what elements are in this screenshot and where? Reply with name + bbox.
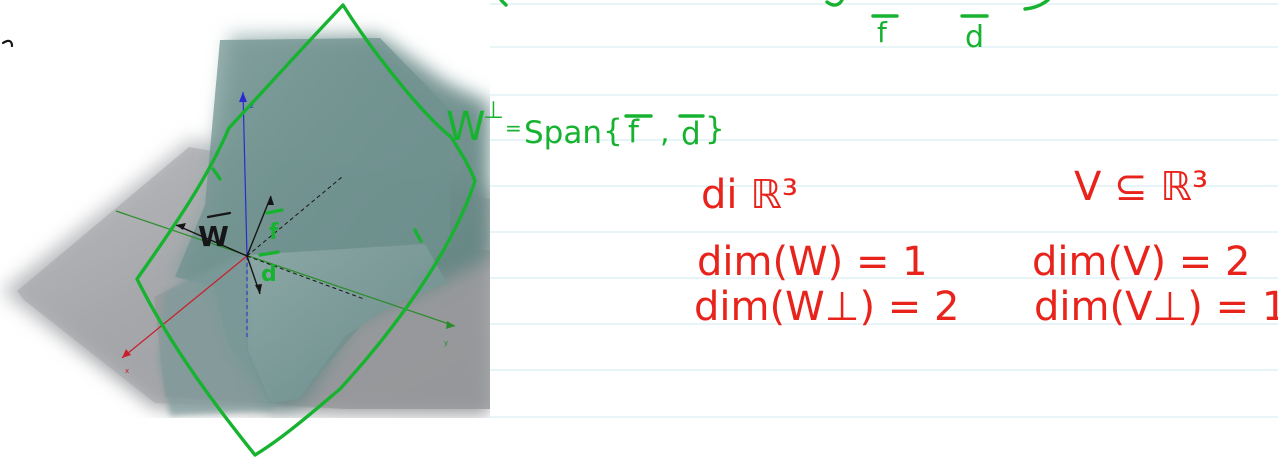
- top-f-label: f: [877, 16, 888, 49]
- span-vector-f: f: [628, 114, 640, 150]
- z-axis-label: z: [250, 102, 254, 110]
- vector-arrows: [175, 195, 274, 295]
- dim-w-line: dim(W) = 1: [697, 239, 928, 285]
- span-close-brace: }: [705, 111, 725, 147]
- left-column-header: di ℝ³: [701, 172, 798, 218]
- top-d-label: d: [965, 20, 984, 55]
- w-overline: [206, 211, 232, 219]
- teal-plane: [158, 35, 490, 416]
- corner-hand-mark: [1, 39, 14, 48]
- w-vector-label: W: [198, 220, 229, 253]
- span-prefix-w: W: [446, 104, 486, 150]
- vector-handwriting: W f d: [198, 208, 284, 287]
- geogebra-3d-figure: y x z: [0, 0, 490, 418]
- span-word: Span: [524, 115, 602, 151]
- green-hand-ticks: [211, 167, 423, 243]
- x-axis: [121, 255, 248, 359]
- x-axis-arrow: [122, 349, 131, 358]
- y-axis-label: y: [444, 339, 448, 347]
- f-vector-head: [267, 196, 274, 205]
- w-vector-head: [176, 223, 186, 230]
- y-axis-arrow: [446, 321, 455, 329]
- f-vector-label: f: [269, 220, 279, 245]
- d-vector-label: d: [261, 262, 277, 287]
- green-parallelogram-outline: [135, 3, 477, 457]
- x-axis-label: x: [125, 367, 129, 375]
- z-axis: [242, 91, 248, 257]
- w-vector: [175, 224, 248, 257]
- span-vector-d: d: [681, 116, 701, 152]
- span-equals: =: [505, 116, 522, 140]
- f-vector: [246, 195, 272, 257]
- dim-w-perp-line: dim(W⊥) = 2: [694, 284, 959, 330]
- d-vector-head: [255, 284, 262, 294]
- z-axis-arrow: [239, 92, 247, 102]
- f-vector-overline: [265, 208, 284, 215]
- dim-v-perp-line: dim(V⊥) = 1: [1034, 284, 1278, 330]
- span-comma: ,: [660, 115, 670, 150]
- dim-v-line: dim(V) = 2: [1032, 239, 1250, 285]
- top-hand-strokes: [499, 0, 1050, 11]
- d-vector-overline: [258, 250, 280, 257]
- span-open-brace: {: [603, 113, 623, 149]
- right-column-header: V ⊆ ℝ³: [1074, 164, 1208, 210]
- span-statement: W ⊥ = Span { f , d }: [446, 96, 725, 152]
- top-green-fragment: f d: [499, 0, 1050, 55]
- span-perp-symbol: ⊥: [483, 96, 504, 124]
- dimension-notes: di ℝ³ dim(W) = 1 dim(W⊥) = 2 V ⊆ ℝ³ dim(…: [694, 164, 1278, 330]
